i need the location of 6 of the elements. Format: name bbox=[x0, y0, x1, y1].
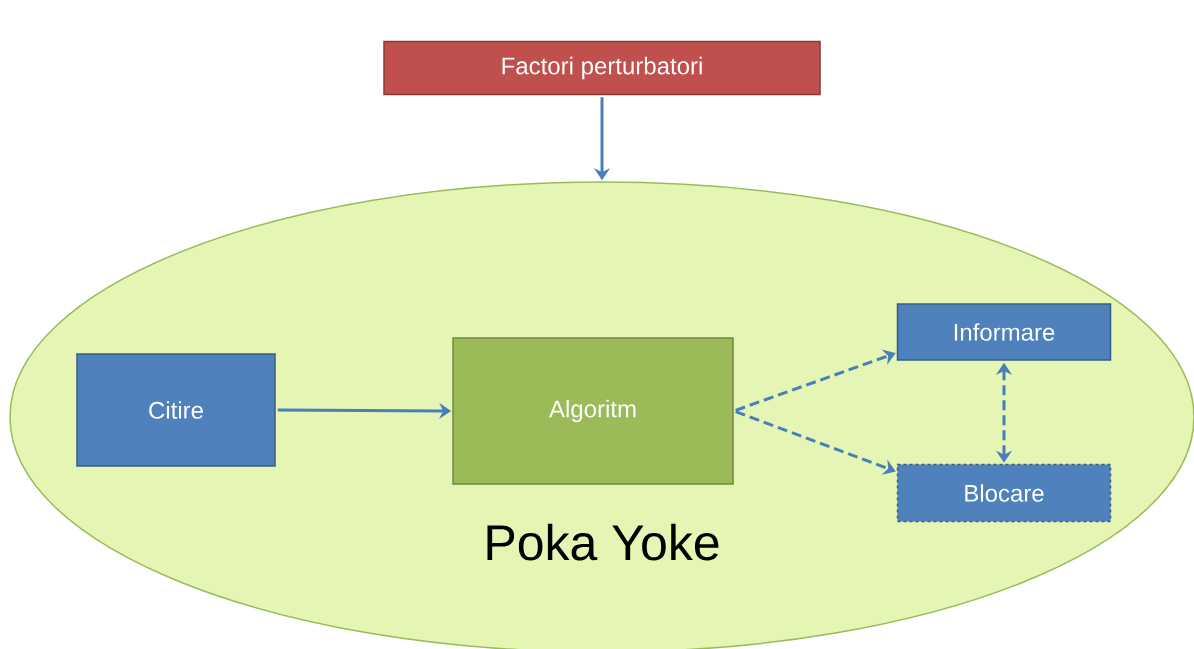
process-box: Algoritm bbox=[452, 337, 734, 485]
process-box: Blocare bbox=[896, 463, 1112, 523]
process-box: Factori perturbatori bbox=[383, 40, 821, 96]
process-box: Citire bbox=[76, 353, 276, 467]
process-box: Informare bbox=[896, 303, 1112, 361]
arrow bbox=[735, 349, 896, 412]
